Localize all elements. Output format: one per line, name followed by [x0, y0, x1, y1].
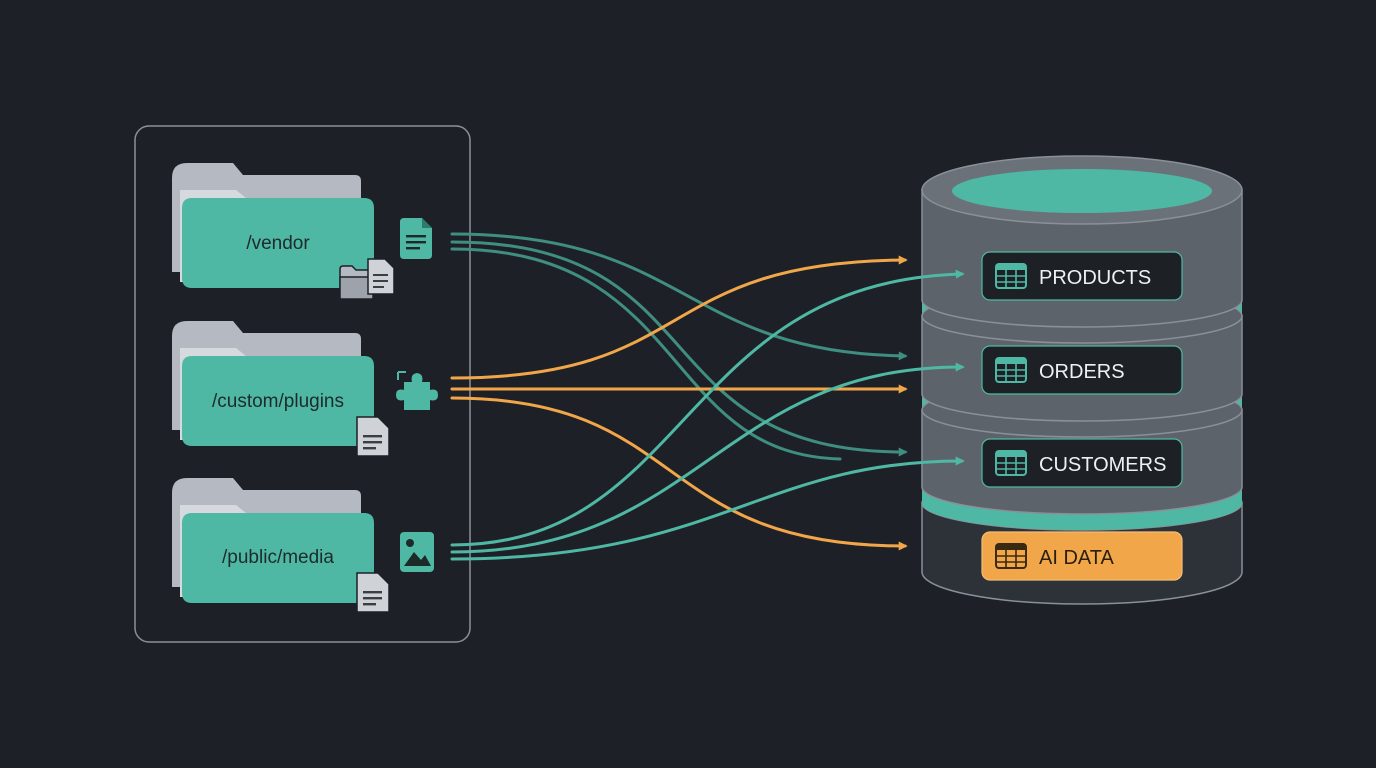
connector-media-to-products	[450, 269, 965, 547]
table-name: CUSTOMERS	[1039, 454, 1166, 476]
document-icon	[367, 258, 395, 295]
image-icon	[400, 532, 434, 572]
folder-label: /public/media	[222, 547, 334, 568]
connector-media-to-orders	[450, 362, 965, 554]
connector-vendor-to-orders	[450, 232, 908, 361]
table-name: AI DATA	[1039, 547, 1114, 569]
document-icon	[356, 572, 390, 613]
document-icon	[356, 416, 390, 457]
connector-vendor-to-customers	[450, 240, 908, 457]
folder-icon	[172, 478, 374, 603]
table-customers[interactable]: CUSTOMERS	[981, 438, 1183, 488]
table-name: ORDERS	[1039, 361, 1125, 383]
folder-label: /vendor	[246, 233, 310, 254]
folder-icon	[172, 163, 374, 288]
connector-plugins-to-top-orange	[450, 255, 908, 380]
folder-custom-plugins[interactable]: /custom/plugins	[172, 321, 374, 446]
table-grid-icon	[995, 450, 1027, 476]
source-panel	[134, 125, 471, 643]
connector-vendor-to-ai-data	[450, 247, 842, 461]
table-grid-icon	[995, 357, 1027, 383]
puzzle-piece-icon	[396, 371, 438, 410]
table-grid-icon	[995, 543, 1027, 569]
table-grid-icon	[995, 263, 1027, 289]
folder-vendor[interactable]: /vendor	[172, 163, 374, 288]
table-orders[interactable]: ORDERS	[981, 345, 1183, 395]
connector-media-to-customers	[450, 456, 965, 561]
document-icon	[400, 218, 432, 259]
folder-icon	[172, 321, 374, 446]
connector-plugins-to-ai-data	[450, 396, 908, 551]
table-name: PRODUCTS	[1039, 267, 1151, 289]
folder-label: /custom/plugins	[212, 391, 344, 412]
table-ai-data[interactable]: AI DATA	[981, 531, 1183, 581]
connectors	[450, 232, 965, 561]
table-products[interactable]: PRODUCTS	[981, 251, 1183, 301]
folder-public-media[interactable]: /public/media	[172, 478, 374, 603]
